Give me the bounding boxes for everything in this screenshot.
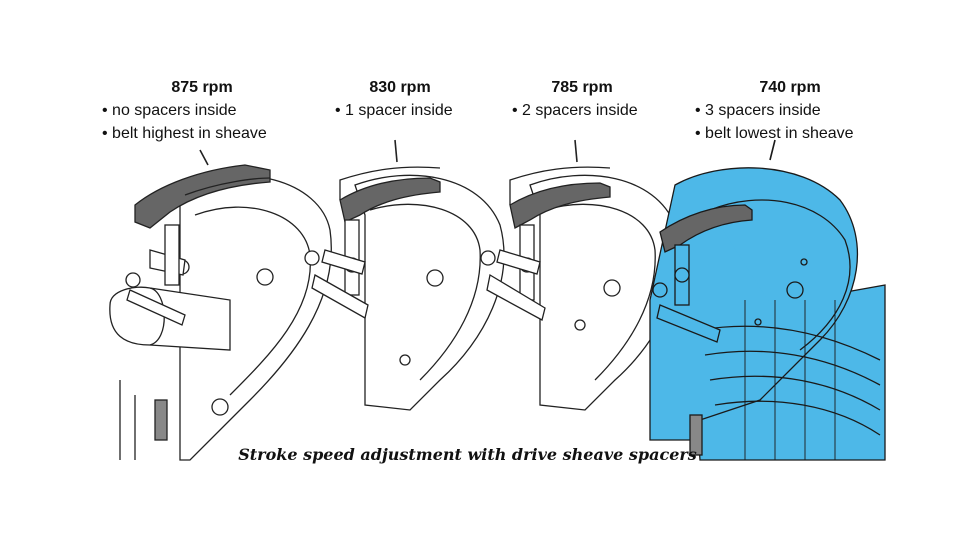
rpm-label: 875 rpm (171, 79, 233, 96)
stage-label-740: 740 rpm • 3 spacers inside • belt lowest… (695, 76, 885, 145)
rpm-label: 830 rpm (369, 79, 431, 96)
stage-label-875: 875 rpm • no spacers inside • belt highe… (102, 76, 302, 145)
rpm-label: 740 rpm (759, 79, 821, 96)
sheave-inner-arc (709, 199, 851, 351)
bullet-text: • 3 spacers inside (695, 102, 821, 119)
belt (659, 204, 753, 253)
bullet-text: • 2 spacers inside (512, 102, 638, 119)
stage-label-830: 830 rpm • 1 spacer inside (335, 76, 465, 122)
belt (339, 177, 441, 223)
bullet-text: • 1 spacer inside (335, 102, 453, 119)
sheave-875 (109, 149, 332, 461)
sheave-740 (649, 139, 886, 461)
stage-label-785: 785 rpm • 2 spacers inside (512, 76, 652, 122)
sheave-785 (480, 139, 680, 411)
bullet-text: • belt highest in sheave (102, 125, 267, 142)
bullet-text: • no spacers inside (102, 102, 237, 119)
sheave-830 (304, 139, 505, 411)
belt (509, 182, 611, 229)
rpm-label: 785 rpm (551, 79, 613, 96)
sheave-inner-arc (544, 203, 656, 381)
sheave-inner-arc (369, 203, 481, 381)
bullet-text: • belt lowest in sheave (695, 125, 854, 142)
figure-caption: Stroke speed adjustment with drive sheav… (238, 445, 697, 464)
